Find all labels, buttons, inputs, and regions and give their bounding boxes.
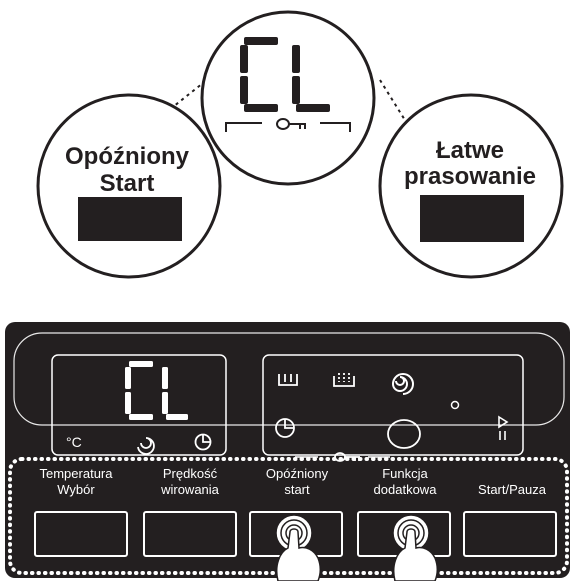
start-pause-label: Start/Pauza (458, 482, 566, 498)
control-panel: °C (5, 322, 570, 578)
temperature-unit: °C (66, 434, 82, 450)
label-line: Opóźniony (265, 466, 329, 481)
panel-digit-l (162, 367, 188, 420)
delay-start-button-graphic (78, 197, 182, 241)
button-labels: Temperatura Wybór Prędkość wirowania Opó… (0, 466, 574, 506)
program-indicator (387, 419, 421, 449)
temperature-select-label: Temperatura Wybór (22, 466, 130, 498)
wash-icon (278, 374, 298, 386)
spin-speed-button[interactable] (143, 511, 237, 557)
timer-icon-panel (275, 418, 295, 438)
play-pause-icon (498, 415, 509, 440)
label-line: wirowania (161, 482, 219, 497)
display-digit-c (240, 37, 278, 112)
callout-display (200, 10, 376, 186)
panel-digit-c (125, 361, 153, 420)
spin-icon (137, 437, 155, 455)
label-line: start (284, 482, 310, 497)
label-line: Funkcja (382, 466, 428, 481)
label-line: Start/Pauza (478, 482, 546, 497)
connector-left (163, 67, 223, 115)
spin-icon-large (391, 373, 414, 395)
option-button[interactable] (357, 511, 451, 557)
label-line: Wybór (57, 482, 95, 497)
callout-easy-iron-line1: Łatwe (436, 137, 504, 164)
timer-icon (194, 433, 212, 451)
label-line: Temperatura (39, 466, 113, 481)
connector-right (379, 79, 409, 126)
status-dot (450, 400, 460, 410)
button-row-highlight (8, 457, 569, 575)
label-line: Prędkość (162, 466, 218, 481)
delay-start-button[interactable] (249, 511, 343, 557)
label-line: dodatkowa (373, 482, 437, 497)
callout-delay-start-line1: Opóźniony (65, 143, 190, 170)
temperature-button[interactable] (34, 511, 128, 557)
callout-easy-iron-line2: prasowanie (404, 163, 536, 190)
key-lock-indicator (225, 122, 351, 132)
callout-delay-start-line2: Start (100, 170, 155, 197)
status-window (262, 354, 524, 462)
callout-delay-start: Opóźniony Start (36, 93, 222, 279)
option-label: Funkcja dodatkowa (351, 466, 459, 498)
rinse-icon (333, 373, 355, 387)
easy-iron-button-graphic (420, 195, 524, 242)
callout-easy-iron: Łatwe prasowanie (378, 93, 564, 279)
display-window: °C (51, 354, 227, 456)
delay-start-label: Opóźniony start (243, 466, 351, 498)
display-digit-l (292, 45, 330, 112)
key-icon (276, 118, 306, 130)
spin-speed-label: Prędkość wirowania (136, 466, 244, 498)
start-pause-button[interactable] (463, 511, 557, 557)
